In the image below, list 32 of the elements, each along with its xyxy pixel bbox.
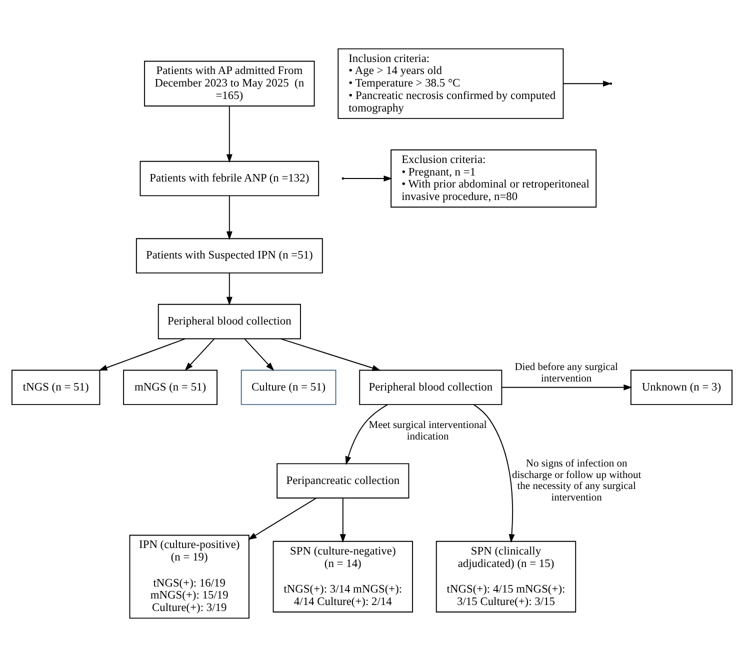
arrow (473, 404, 515, 542)
node-box: Patients with Suspected IPN (n =51) (136, 238, 323, 273)
arrow (244, 338, 274, 370)
arrow (343, 175, 392, 182)
node-box: Patients with AP admitted From December 2023 to May 2025 (n =165) (144, 60, 315, 106)
edge-label: No signs of infection on discharge or follow up without the necessity of any surgical intervention (512, 458, 642, 504)
node-box: Peripancreatic collection (276, 462, 410, 498)
arrow (184, 338, 215, 370)
arrow (248, 497, 317, 540)
node-box: Culture (n = 51) (240, 369, 336, 405)
node-box: SPN (clinically adjudicated) (n = 15) tNGS(+): 4/15 mNGS(+): 3/15 Culture(+): 3/15 (436, 540, 576, 612)
node-box: Peripheral blood collection (158, 303, 301, 339)
node-box: Patients with febrile ANP (n =132) (140, 160, 320, 196)
node-box: IPN (culture-positive) (n = 19) tNGS(+): 16/19 mNGS(+): 15/19 Culture(+): 3/19 (129, 534, 250, 618)
node-box: tNGS (n = 51) (12, 369, 100, 405)
arrow (280, 338, 381, 370)
node-box: Exclusion criteria: • Pregnant, n =1 • With prior abdominal or retroperitoneal invasive procedure, n=80 (390, 148, 597, 208)
arrow (562, 80, 612, 86)
arrow (345, 404, 388, 465)
arrow (340, 497, 346, 542)
edge-label: Died before any surgical intervention (514, 362, 618, 384)
arrow (501, 384, 632, 390)
node-box: mNGS (n = 51) (123, 369, 218, 405)
arrow (226, 105, 232, 162)
edge-label: Meet surgical interventional indication (368, 420, 487, 442)
arrow (226, 272, 232, 305)
node-box: SPN (culture-negative) (n = 14) tNGS(+): 3/14 mNGS(+): 4/14 Culture(+): 2/14 (272, 540, 414, 612)
node-box: Inclusion criteria: • Age > 14 years old • Temperature > 38.5 °C • Pancreatic necrosis confirmed by computed tomography (338, 48, 564, 118)
arrow (226, 194, 232, 240)
node-box: Unknown (n = 3) (630, 369, 732, 405)
node-box: Peripheral blood collection (359, 369, 502, 405)
arrow (98, 338, 186, 370)
